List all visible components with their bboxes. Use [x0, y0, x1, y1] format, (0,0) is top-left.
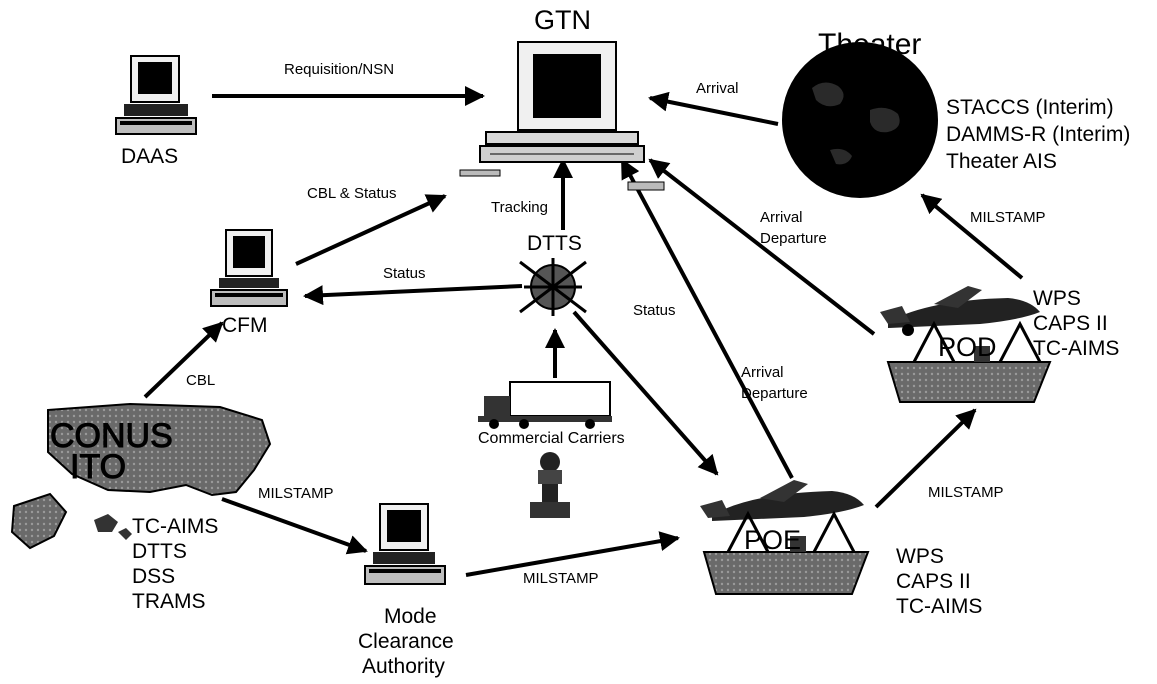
commercial-carriers-label: Commercial Carriers [478, 430, 625, 447]
dtts-satellite-icon [519, 258, 587, 316]
poe-label: POE [744, 525, 801, 555]
arrow-pod-to-theater [920, 193, 1024, 280]
mode-label-line1: Mode [384, 605, 437, 628]
arrow-dtts-to-cfm [303, 284, 523, 306]
conus-system-3: DSS [132, 565, 175, 588]
conus-map-icon [10, 402, 272, 550]
flow-label-theater-gtn: Arrival [696, 80, 739, 97]
conus-system-4: TRAMS [132, 590, 206, 613]
arrow-theater-to-gtn [648, 91, 779, 126]
pod-system-1: WPS [1033, 287, 1081, 310]
arrow-conus-to-mode [221, 497, 368, 555]
pod-aircraft-icon [880, 286, 1040, 336]
gtn-computer-icon [459, 41, 665, 191]
poe-ship-icon [702, 510, 870, 595]
poe-system-1: WPS [896, 545, 944, 568]
flow-label-pod-gtn-1: Arrival [760, 209, 803, 226]
theater-label: Theater [818, 28, 921, 61]
theater-system-1: STACCS (Interim) [946, 96, 1114, 119]
conus-system-2: DTTS [132, 540, 187, 563]
flow-label-daas-gtn: Requisition/NSN [284, 61, 394, 78]
conus-system-1: TC-AIMS [132, 515, 218, 538]
mode-label-line3: Authority [362, 655, 445, 678]
arrow-poe-to-gtn [620, 158, 794, 479]
gtn-label: GTN [534, 5, 591, 35]
pod-system-2: CAPS II [1033, 312, 1108, 335]
ground-station-icon [530, 452, 570, 518]
arrow-conus-to-cfm [143, 321, 224, 399]
arrow-pod-to-gtn [648, 158, 876, 336]
daas-computer-icon [115, 55, 197, 135]
flow-label-mode-poe: MILSTAMP [523, 570, 599, 587]
truck-icon [478, 381, 612, 429]
pod-system-3: TC-AIMS [1033, 337, 1119, 360]
flow-label-pod-theater: MILSTAMP [970, 209, 1046, 226]
cfm-computer-icon [210, 229, 288, 307]
flow-label-conus-cfm: CBL [186, 372, 215, 389]
mode-computer-icon [364, 503, 446, 585]
flow-label-cfm-gtn: CBL & Status [307, 185, 397, 202]
dtts-label: DTTS [527, 232, 582, 255]
mode-label-line2: Clearance [358, 630, 454, 653]
theater-system-2: DAMMS-R (Interim) [946, 123, 1130, 146]
poe-system-2: CAPS II [896, 570, 971, 593]
theater-system-3: Theater AIS [946, 150, 1057, 173]
arrow-cfm-to-gtn [295, 194, 447, 266]
cfm-label: CFM [222, 314, 268, 337]
poe-system-3: TC-AIMS [896, 595, 982, 618]
daas-label: DAAS [121, 145, 178, 168]
flow-label-poe-gtn-2: Departure [741, 385, 808, 402]
flow-label-dtts-gtn: Tracking [491, 199, 548, 216]
arrow-poe-to-pod [874, 408, 977, 509]
ito-label: ITO [70, 448, 126, 486]
flow-label-poe-gtn-1: Arrival [741, 364, 784, 381]
flow-label-dtts-cfm: Status [383, 265, 426, 282]
arrow-dtts-to-poe [572, 310, 719, 476]
conus-label: CONUS [50, 417, 173, 455]
pod-ship-icon [886, 320, 1052, 403]
flow-label-pod-gtn-2: Departure [760, 230, 827, 247]
flow-label-dtts-poe: Status [633, 302, 676, 319]
theater-globe-icon [782, 42, 938, 198]
flow-label-poe-pod: MILSTAMP [928, 484, 1004, 501]
flow-label-conus-mode: MILSTAMP [258, 485, 334, 502]
poe-aircraft-icon [700, 480, 864, 521]
pod-label: POD [938, 332, 997, 362]
arrow-mode-to-poe [465, 531, 680, 577]
